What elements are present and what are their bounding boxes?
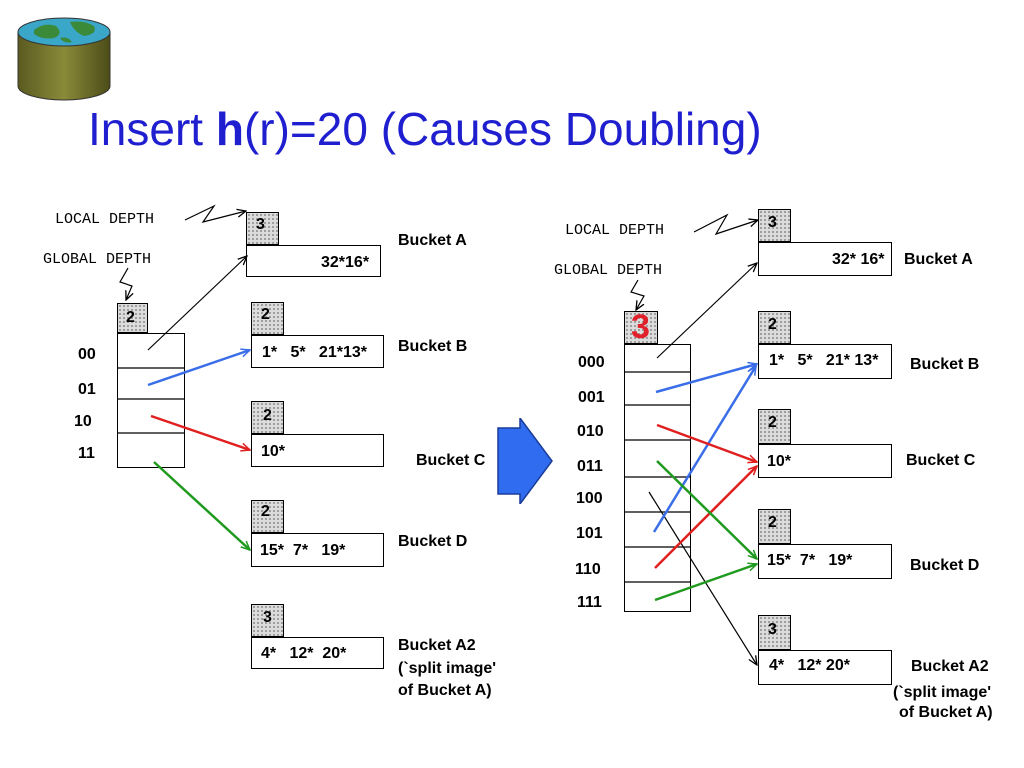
transition-arrow-icon bbox=[497, 418, 553, 504]
bucket-c-label: Bucket C bbox=[416, 452, 486, 469]
bucket-c-depth: 2 bbox=[251, 401, 284, 434]
bucket-a2-note: of Bucket A) bbox=[398, 682, 492, 699]
bucket-c-depth: 2 bbox=[758, 409, 791, 444]
global-depth-box: 3 bbox=[624, 308, 658, 346]
directory-entry: 110 bbox=[575, 561, 601, 578]
pointer-01 bbox=[147, 350, 250, 387]
bucket-a: 32*16* bbox=[246, 245, 381, 277]
directory-entry: 001 bbox=[578, 389, 605, 406]
pointer-110 bbox=[654, 466, 757, 569]
bucket-d: 15* 7* 19* bbox=[758, 544, 892, 579]
directory-entry: 111 bbox=[577, 594, 602, 611]
bucket-a-label: Bucket A bbox=[904, 251, 973, 268]
bucket-a2: 4* 12* 20* bbox=[758, 650, 892, 685]
local-depth-label: LOCAL DEPTH bbox=[565, 222, 665, 239]
global-depth-value: 2 bbox=[126, 309, 135, 326]
bucket-d-depth: 2 bbox=[758, 509, 791, 544]
pointer-101 bbox=[652, 366, 758, 533]
bucket-d-label: Bucket D bbox=[910, 557, 980, 574]
bucket-b-label: Bucket B bbox=[910, 356, 980, 373]
directory-entry: 000 bbox=[578, 354, 605, 371]
directory-entry: 10 bbox=[74, 413, 92, 430]
bucket-a2-depth: 3 bbox=[758, 615, 791, 650]
bucket-d-label: Bucket D bbox=[398, 533, 468, 550]
bucket-b: 1* 5* 21* 13* bbox=[758, 344, 892, 379]
directory bbox=[117, 333, 185, 468]
bucket-a2-label: Bucket A2 bbox=[911, 658, 989, 675]
directory bbox=[624, 344, 691, 612]
bucket-d: 15* 7* 19* bbox=[251, 533, 384, 567]
directory-entry: 011 bbox=[577, 458, 603, 475]
local-depth-pointer bbox=[184, 204, 246, 223]
pointer-001 bbox=[655, 364, 757, 394]
bucket-a-depth: 3 bbox=[758, 209, 791, 242]
bucket-a-depth: 3 bbox=[246, 212, 279, 245]
pointer-011 bbox=[656, 460, 757, 559]
pointer-11 bbox=[153, 461, 250, 550]
bucket-a2-note: of Bucket A) bbox=[899, 704, 993, 721]
local-depth-pointer bbox=[693, 213, 758, 236]
bucket-c: 10* bbox=[758, 444, 892, 478]
directory-entry: 101 bbox=[576, 525, 603, 542]
global-depth-label: GLOBAL DEPTH bbox=[554, 262, 663, 279]
local-depth-label: LOCAL DEPTH bbox=[55, 211, 155, 228]
global-depth-value: 3 bbox=[631, 308, 650, 346]
slide-title: Insert h(r)=20 (Causes Doubling) bbox=[88, 103, 762, 155]
bucket-c: 10* bbox=[251, 434, 384, 467]
pointer-000 bbox=[656, 263, 757, 359]
global-depth-label: GLOBAL DEPTH bbox=[43, 251, 152, 268]
directory-entry: 010 bbox=[577, 423, 604, 440]
pointer-00 bbox=[147, 256, 247, 351]
globe-icon bbox=[17, 17, 111, 101]
bucket-b: 1* 5* 21*13* bbox=[251, 335, 384, 368]
bucket-d-depth: 2 bbox=[251, 500, 284, 533]
directory-separators bbox=[624, 371, 691, 583]
bucket-a2-depth: 3 bbox=[251, 604, 284, 637]
bucket-b-depth: 2 bbox=[758, 311, 791, 344]
directory-entry: 01 bbox=[78, 381, 96, 398]
global-depth-box: 2 bbox=[117, 303, 148, 333]
bucket-c-label: Bucket C bbox=[906, 452, 976, 469]
pointer-010 bbox=[656, 423, 757, 462]
bucket-b-label: Bucket B bbox=[398, 338, 468, 355]
pointer-100 bbox=[648, 491, 757, 665]
pointer-111 bbox=[654, 564, 757, 602]
directory-separators bbox=[117, 367, 185, 434]
bucket-a2: 4* 12* 20* bbox=[251, 637, 384, 669]
directory-entry: 00 bbox=[78, 346, 96, 363]
bucket-a: 32* 16* bbox=[758, 242, 892, 276]
bucket-a2-note: (`split image' bbox=[893, 684, 992, 701]
bucket-b-depth: 2 bbox=[251, 302, 284, 335]
bucket-a2-label: Bucket A2 bbox=[398, 637, 476, 654]
global-depth-pointer bbox=[119, 267, 132, 300]
bucket-a2-note: (`split image' bbox=[398, 660, 497, 677]
directory-entry: 11 bbox=[78, 445, 95, 462]
pointer-10 bbox=[150, 414, 250, 450]
bucket-a-label: Bucket A bbox=[398, 232, 467, 249]
global-depth-pointer bbox=[630, 279, 645, 310]
directory-entry: 100 bbox=[576, 490, 603, 507]
